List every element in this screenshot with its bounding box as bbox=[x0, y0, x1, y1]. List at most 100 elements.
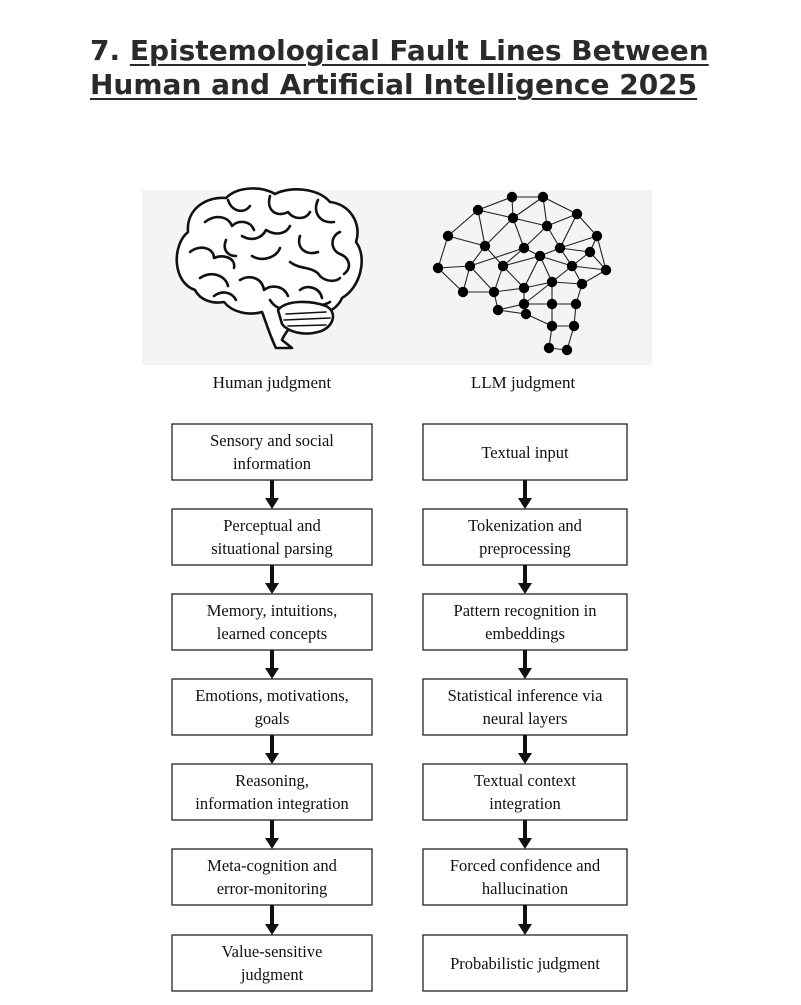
llm-step-1: Textual input bbox=[422, 423, 628, 481]
llm-step-5: Textual context integration bbox=[422, 763, 628, 821]
network-edge bbox=[477, 209, 486, 247]
heading-title-line-2[interactable]: Human and Artificial Intelligence 2025 bbox=[90, 68, 698, 101]
network-edge bbox=[512, 217, 525, 249]
heading-title-line-1[interactable]: Epistemological Fault Lines Between bbox=[129, 34, 709, 67]
network-node bbox=[497, 260, 509, 272]
step-line: judgment bbox=[240, 965, 304, 984]
step-box bbox=[171, 848, 373, 906]
human-step-7: Value-sensitive judgment bbox=[171, 934, 373, 992]
network-node bbox=[576, 278, 588, 290]
step-line: learned concepts bbox=[217, 624, 327, 643]
step-box bbox=[422, 678, 628, 736]
network-node bbox=[554, 242, 566, 254]
network-edge bbox=[469, 247, 525, 267]
network-edge bbox=[559, 235, 598, 249]
step-box bbox=[171, 934, 373, 992]
network-node bbox=[464, 260, 476, 272]
neural-network-brain-icon bbox=[432, 191, 612, 356]
flow-arrow-head bbox=[265, 924, 279, 935]
human-step-5: Reasoning, information integration bbox=[171, 763, 373, 821]
step-line: preprocessing bbox=[479, 539, 571, 558]
flow-arrow-head bbox=[518, 668, 532, 679]
network-node bbox=[568, 320, 580, 332]
network-node bbox=[600, 264, 612, 276]
step-line: Forced confidence and bbox=[450, 856, 601, 875]
step-line: hallucination bbox=[482, 879, 568, 898]
network-node bbox=[488, 286, 500, 298]
flow-arrow-head bbox=[265, 838, 279, 849]
flow-arrow-head bbox=[518, 753, 532, 764]
step-line: error-monitoring bbox=[217, 879, 328, 898]
network-node bbox=[570, 298, 582, 310]
network-node bbox=[584, 246, 596, 258]
network-edge bbox=[437, 267, 464, 293]
heading-number: 7. bbox=[90, 34, 121, 67]
network-node bbox=[546, 320, 558, 332]
flow-arrows bbox=[265, 480, 532, 935]
network-node bbox=[442, 230, 454, 242]
network-node bbox=[546, 276, 558, 288]
page-title: 7. Epistemological Fault Lines Between H… bbox=[90, 34, 770, 102]
step-line: Reasoning, bbox=[235, 771, 309, 790]
network-node bbox=[541, 220, 553, 232]
flow-arrow-head bbox=[518, 498, 532, 509]
network-edge bbox=[523, 281, 553, 305]
network-edge bbox=[512, 217, 548, 227]
step-line: Emotions, motivations, bbox=[195, 686, 349, 705]
network-edge bbox=[437, 235, 449, 269]
network-node bbox=[518, 242, 530, 254]
network-node bbox=[518, 282, 530, 294]
step-box bbox=[171, 678, 373, 736]
step-line: neural layers bbox=[483, 709, 568, 728]
step-line: Textual input bbox=[481, 443, 569, 462]
step-box bbox=[422, 848, 628, 906]
step-line: Textual context bbox=[474, 771, 576, 790]
network-node bbox=[571, 208, 583, 220]
step-line: goals bbox=[255, 709, 290, 728]
human-brain-icon bbox=[175, 187, 363, 350]
llm-step-7: Probabilistic judgment bbox=[422, 934, 628, 992]
step-line: Meta-cognition and bbox=[207, 856, 337, 875]
step-line: Value-sensitive bbox=[222, 942, 323, 961]
network-edge bbox=[542, 196, 578, 215]
flow-arrow-head bbox=[518, 583, 532, 594]
network-node bbox=[566, 260, 578, 272]
network-node bbox=[432, 262, 444, 274]
network-node bbox=[543, 342, 555, 354]
network-node bbox=[537, 191, 549, 203]
flow-arrow-head bbox=[265, 498, 279, 509]
network-node bbox=[507, 212, 519, 224]
network-edge bbox=[523, 255, 541, 289]
network-node bbox=[506, 191, 518, 203]
network-edge bbox=[469, 265, 495, 293]
network-edge bbox=[447, 235, 486, 247]
llm-step-6: Forced confidence and hallucination bbox=[422, 848, 628, 906]
human-step-6: Meta-cognition and error-monitoring bbox=[171, 848, 373, 906]
step-line: Perceptual and bbox=[223, 516, 321, 535]
llm-step-4: Statistical inference via neural layers bbox=[422, 678, 628, 736]
network-node bbox=[546, 298, 558, 310]
flow-arrow-head bbox=[518, 838, 532, 849]
step-box bbox=[422, 593, 628, 651]
step-box bbox=[422, 934, 628, 992]
network-edge bbox=[512, 196, 544, 219]
network-edge bbox=[477, 209, 514, 219]
network-edge bbox=[596, 235, 607, 271]
flow-arrow-head bbox=[265, 753, 279, 764]
flow-arrow-head bbox=[265, 583, 279, 594]
network-edge bbox=[546, 213, 578, 227]
step-line: Pattern recognition in bbox=[454, 601, 597, 620]
network-node bbox=[518, 298, 530, 310]
step-line: embeddings bbox=[485, 624, 565, 643]
step-line: information bbox=[233, 454, 311, 473]
human-flowchart: Sensory and social information Perceptua… bbox=[171, 423, 373, 992]
step-line: information integration bbox=[195, 794, 349, 813]
llm-column-label: LLM judgment bbox=[471, 373, 576, 392]
network-node bbox=[591, 230, 603, 242]
step-line: Sensory and social bbox=[210, 431, 334, 450]
network-node bbox=[561, 344, 573, 356]
network-edge bbox=[539, 255, 573, 267]
human-step-2: Perceptual and situational parsing bbox=[171, 508, 373, 566]
network-edge bbox=[571, 265, 607, 271]
